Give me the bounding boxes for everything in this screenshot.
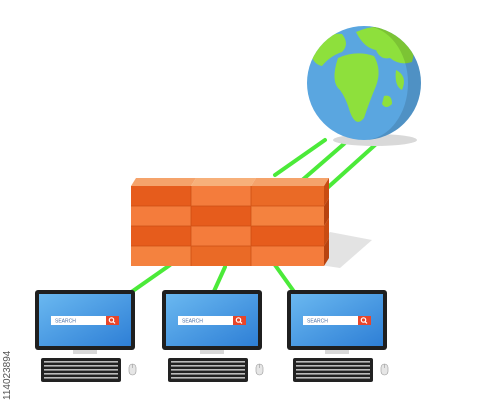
mouse-icon	[255, 363, 264, 376]
magnifier-icon	[235, 317, 243, 324]
brick-wall-firewall-icon	[131, 178, 329, 266]
connection-line	[298, 141, 347, 184]
monitor-stand	[200, 350, 224, 354]
search-input[interactable]	[303, 316, 371, 325]
globe-icon	[307, 26, 421, 146]
monitor-stand	[73, 350, 97, 354]
computer-3: SEARCH	[287, 290, 389, 382]
magnifier-icon	[360, 317, 368, 324]
computer-1: SEARCH	[35, 290, 137, 382]
magnifier-icon	[108, 317, 116, 324]
monitor-stand	[325, 350, 349, 354]
search-button[interactable]	[358, 316, 371, 325]
computer-2: SEARCH	[162, 290, 264, 382]
search-label: SEARCH	[55, 319, 76, 325]
connection-line	[273, 138, 327, 177]
stock-id-text: 114023894	[2, 350, 13, 400]
connection-line	[323, 143, 377, 192]
keyboard-icon	[293, 358, 373, 382]
mouse-icon	[128, 363, 137, 376]
search-input[interactable]	[51, 316, 119, 325]
keyboard-icon	[168, 358, 248, 382]
search-input[interactable]	[178, 316, 246, 325]
search-button[interactable]	[233, 316, 246, 325]
keyboard-icon	[41, 358, 121, 382]
search-button[interactable]	[106, 316, 119, 325]
search-label: SEARCH	[307, 319, 328, 325]
mouse-icon	[380, 363, 389, 376]
search-label: SEARCH	[182, 319, 203, 325]
stock-id-label: 114023894	[2, 300, 14, 400]
